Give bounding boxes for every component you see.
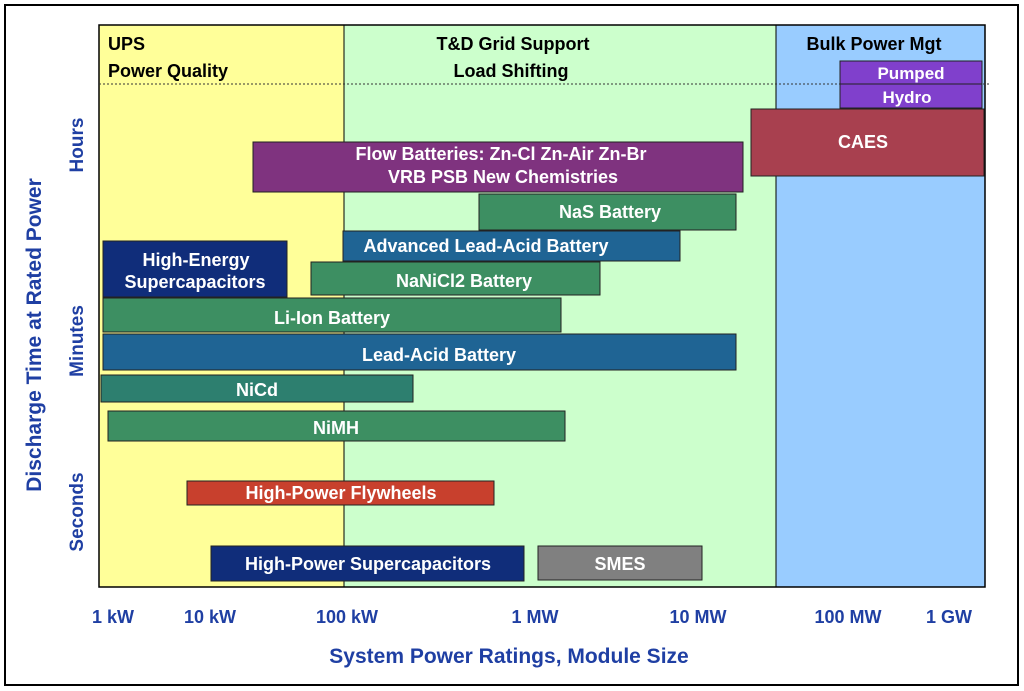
bar-high-energy-supercapacitors-fill <box>102 240 288 298</box>
x-tick-100kw: 100 kW <box>316 607 378 627</box>
bar-pumped-hydro-label: Hydro <box>882 88 931 107</box>
bar-caes-fill <box>750 108 985 177</box>
bar-smes: SMES <box>537 545 703 581</box>
region-ups-title: UPS <box>108 34 145 54</box>
y-tick-hours: Hours <box>67 118 88 173</box>
bar-nimh: NiMH <box>107 410 566 442</box>
bar-high-power-supercapacitors-fill <box>210 545 525 582</box>
bar-nas-battery-label: NaS Battery <box>559 202 661 222</box>
x-axis-title: System Power Ratings, Module Size <box>329 645 688 668</box>
bar-high-power-flywheels-label: High-Power Flywheels <box>245 483 436 503</box>
bar-high-power-flywheels-fill <box>186 480 495 506</box>
bar-nas-battery: NaS Battery <box>478 193 737 231</box>
bar-smes-label: SMES <box>594 554 645 574</box>
bar-advanced-lead-acid-fill <box>342 230 681 262</box>
bar-flow-batteries-label: VRB PSB New Chemistries <box>388 167 618 187</box>
outer-frame <box>4 4 1019 686</box>
bar-lead-acid-battery-label: Lead-Acid Battery <box>362 345 516 365</box>
region-ups-subtitle: Power Quality <box>108 61 228 81</box>
y-tick-seconds: Seconds <box>67 472 88 551</box>
bar-nimh-label: NiMH <box>313 418 359 438</box>
bar-flow-batteries-label: Flow Batteries: Zn-Cl Zn-Air Zn-Br <box>356 144 647 164</box>
bar-nimh-fill <box>107 410 566 442</box>
region-td-subtitle: Load Shifting <box>454 61 569 81</box>
region-td-title: T&D Grid Support <box>437 34 590 54</box>
bar-lead-acid-battery: Lead-Acid Battery <box>102 333 737 371</box>
bar-advanced-lead-acid: Advanced Lead-Acid Battery <box>342 230 681 262</box>
bar-caes: CAES <box>750 108 985 177</box>
bar-high-power-supercapacitors-label: High-Power Supercapacitors <box>245 554 491 574</box>
bar-flow-batteries-fill <box>252 141 744 193</box>
plot-border <box>98 24 986 588</box>
bar-nicd: NiCd <box>100 374 414 403</box>
bar-advanced-lead-acid-label: Advanced Lead-Acid Battery <box>363 236 608 256</box>
bar-caes-label: CAES <box>838 132 888 152</box>
x-tick-1mw: 1 MW <box>512 607 559 627</box>
region-bulk-title: Bulk Power Mgt <box>806 34 941 54</box>
bar-nanicl-battery: NaNiCl2 Battery <box>310 261 601 296</box>
bar-li-ion-battery: Li-Ion Battery <box>102 297 562 333</box>
bar-li-ion-battery-fill <box>102 297 562 333</box>
x-tick-100mw: 100 MW <box>814 607 881 627</box>
bar-li-ion-battery-label: Li-Ion Battery <box>274 308 390 328</box>
bar-high-power-flywheels: High-Power Flywheels <box>186 480 495 506</box>
bar-nicd-fill <box>100 374 414 403</box>
bar-pumped-hydro-label: Pumped <box>877 64 944 83</box>
bar-lead-acid-battery-fill <box>102 333 737 371</box>
bar-nicd-label: NiCd <box>236 380 278 400</box>
x-tick-1gw: 1 GW <box>926 607 972 627</box>
bar-smes-fill <box>537 545 703 581</box>
x-tick-10mw: 10 MW <box>669 607 726 627</box>
y-tick-minutes: Minutes <box>67 305 88 377</box>
bar-nanicl-battery-fill <box>310 261 601 296</box>
bar-high-power-supercapacitors: High-Power Supercapacitors <box>210 545 525 582</box>
bar-nas-battery-fill <box>478 193 737 231</box>
x-tick-1kw: 1 kW <box>92 607 134 627</box>
bar-high-energy-supercapacitors-label: Supercapacitors <box>124 272 265 292</box>
x-tick-10kw: 10 kW <box>184 607 236 627</box>
bar-high-energy-supercapacitors-label: High-Energy <box>142 250 249 270</box>
bar-nanicl-battery-label: NaNiCl2 Battery <box>396 271 532 291</box>
y-axis-title: Discharge Time at Rated Power <box>23 178 46 492</box>
